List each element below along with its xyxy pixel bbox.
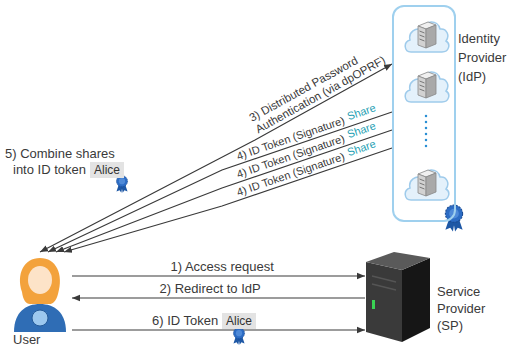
service-provider-node: Service Provider (SP) (365, 256, 433, 342)
token-tag: Alice (222, 313, 256, 329)
certification-badge (445, 205, 462, 231)
share-tag: Share (345, 137, 377, 158)
connector-arrow (64, 148, 392, 252)
edge-label: 6) ID Token (152, 313, 218, 328)
connector-arrow (72, 275, 365, 276)
edge-label: 2) Redirect to IdP (160, 281, 261, 296)
server-cloud-icon (405, 72, 449, 102)
share-tag: Share (345, 101, 377, 122)
token-tag: Alice (90, 162, 124, 178)
server-icon (366, 252, 430, 342)
node-label: Identity Provider (IdP) (458, 29, 506, 86)
server-cloud-icon (405, 22, 449, 52)
node-label: User (8, 252, 72, 348)
node-label: Service Provider (SP) (437, 283, 485, 334)
connector-arrow (72, 297, 365, 298)
connector-arrow (48, 112, 392, 252)
share-tag: Share (345, 119, 377, 140)
ellipsis-dots (425, 116, 428, 152)
token-badge (232, 327, 246, 345)
idp-server-clouds (405, 22, 449, 200)
identity-provider-box: Identity Provider (IdP) (392, 5, 456, 222)
user-node: User (8, 252, 72, 348)
server-cloud-icon (405, 170, 449, 200)
edge-label: 1) Access request (171, 259, 274, 274)
connector-arrow (72, 329, 365, 330)
user-icon (14, 258, 66, 332)
